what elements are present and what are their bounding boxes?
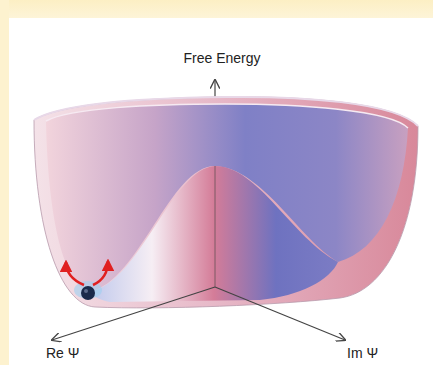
im-axis: [215, 287, 345, 340]
frame-band: [0, 0, 9, 365]
ball-highlight: [84, 289, 88, 293]
axis-label: Im Ψ: [347, 345, 378, 361]
potential-surface: [34, 97, 418, 308]
surface-rim: [34, 97, 418, 126]
fluctuation-arrow: [93, 261, 108, 285]
fluctuation-arrow: [66, 262, 84, 285]
axis-label: Free Energy: [183, 50, 260, 66]
frame-band: [0, 0, 433, 18]
state-ball: [81, 286, 95, 300]
axis-label: Re Ψ: [46, 345, 79, 361]
central-hump: [90, 166, 338, 302]
surface-rim: [46, 104, 408, 128]
free-energy-axis: [215, 166, 216, 287]
